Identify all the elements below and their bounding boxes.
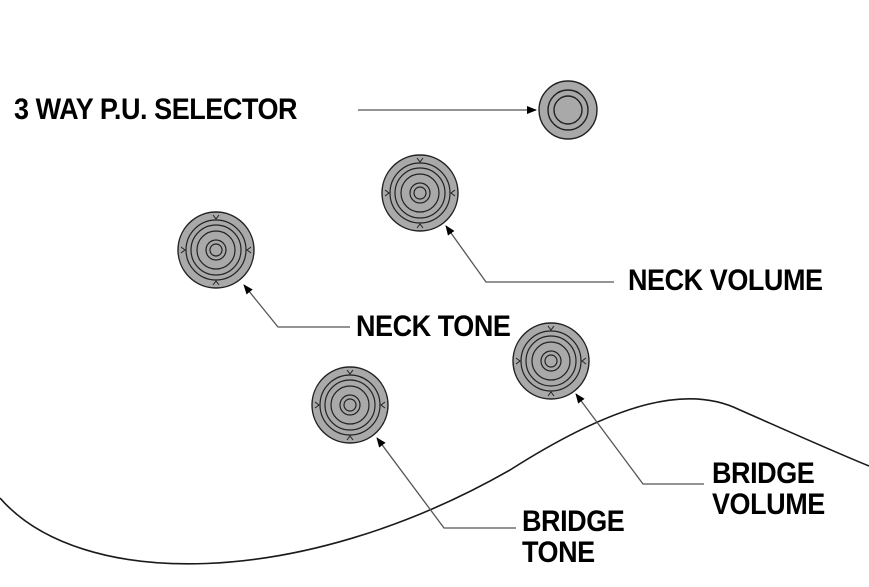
bridge-tone-label-line2: TONE [522,536,595,569]
bridge-volume-label: BRIDGE VOLUME [712,458,825,520]
neck-volume-leader-arrow [445,225,614,283]
bridge-tone-label-line1: BRIDGE [522,505,625,538]
bridge-volume-leader-arrow [575,393,704,485]
neck-tone-label-text: NECK TONE [356,310,511,343]
neck-tone-label: NECK TONE [356,310,511,343]
neck-volume-label: NECK VOLUME [628,265,823,296]
selector-label: 3 WAY P.U. SELECTOR [14,93,298,126]
neck-tone-knob [177,211,255,289]
bridge-tone-knob [311,366,389,444]
bridge-volume-label-line2: VOLUME [712,488,825,521]
bridge-tone-label: BRIDGE TONE [522,505,625,569]
neck-volume-label-text: NECK VOLUME [628,264,823,297]
neck-tone-leader-arrow [243,284,350,328]
guitar-body-outline [0,397,869,565]
bridge-volume-label-line1: BRIDGE [712,457,815,490]
bridge-tone-leader-arrow [376,437,516,529]
pickup-selector-switch [538,80,598,140]
bridge-volume-knob [512,322,590,400]
neck-volume-knob [381,154,459,232]
selector-label-text: 3 WAY P.U. SELECTOR [14,93,298,126]
